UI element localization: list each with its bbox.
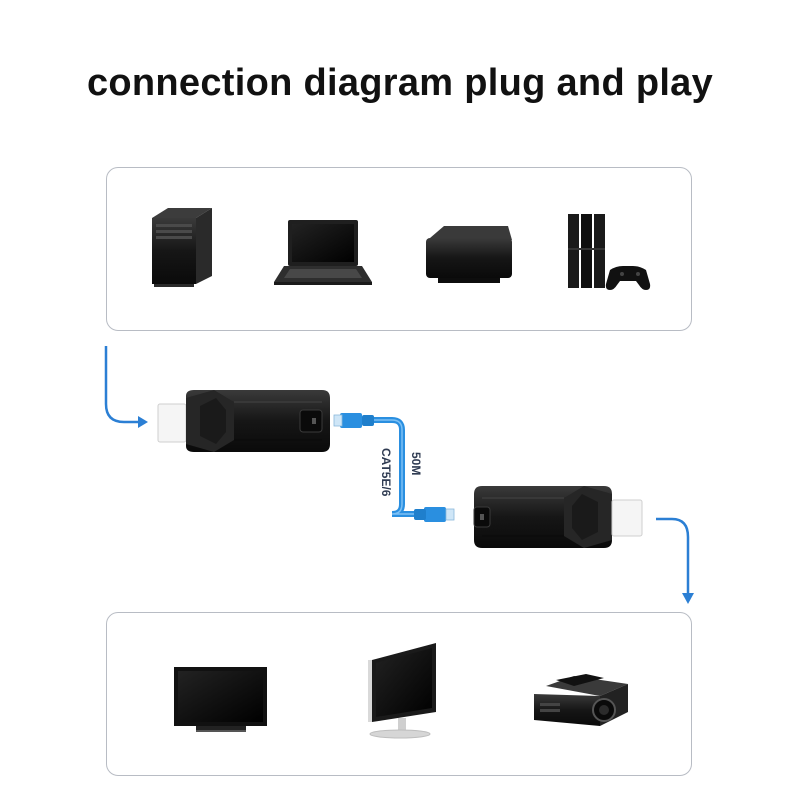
- cable-type-label: CAT5E/6: [379, 448, 393, 497]
- game-console-icon: [568, 214, 651, 290]
- diagram-title: connection diagram plug and play: [86, 62, 714, 104]
- laptop-icon: [274, 220, 372, 285]
- transmitter-extender: [157, 390, 330, 452]
- projector-icon: [534, 674, 628, 726]
- network-cable: [333, 413, 455, 522]
- tv-icon: [174, 667, 267, 732]
- input-flow-arrow: [104, 346, 148, 428]
- desktop-pc-icon: [152, 208, 212, 287]
- cable-length-label: 50M: [409, 452, 423, 475]
- set-top-box-icon: [426, 226, 512, 283]
- output-flow-arrow: [656, 517, 694, 604]
- receiver-extender: [473, 486, 643, 548]
- monitor-icon: [368, 643, 436, 739]
